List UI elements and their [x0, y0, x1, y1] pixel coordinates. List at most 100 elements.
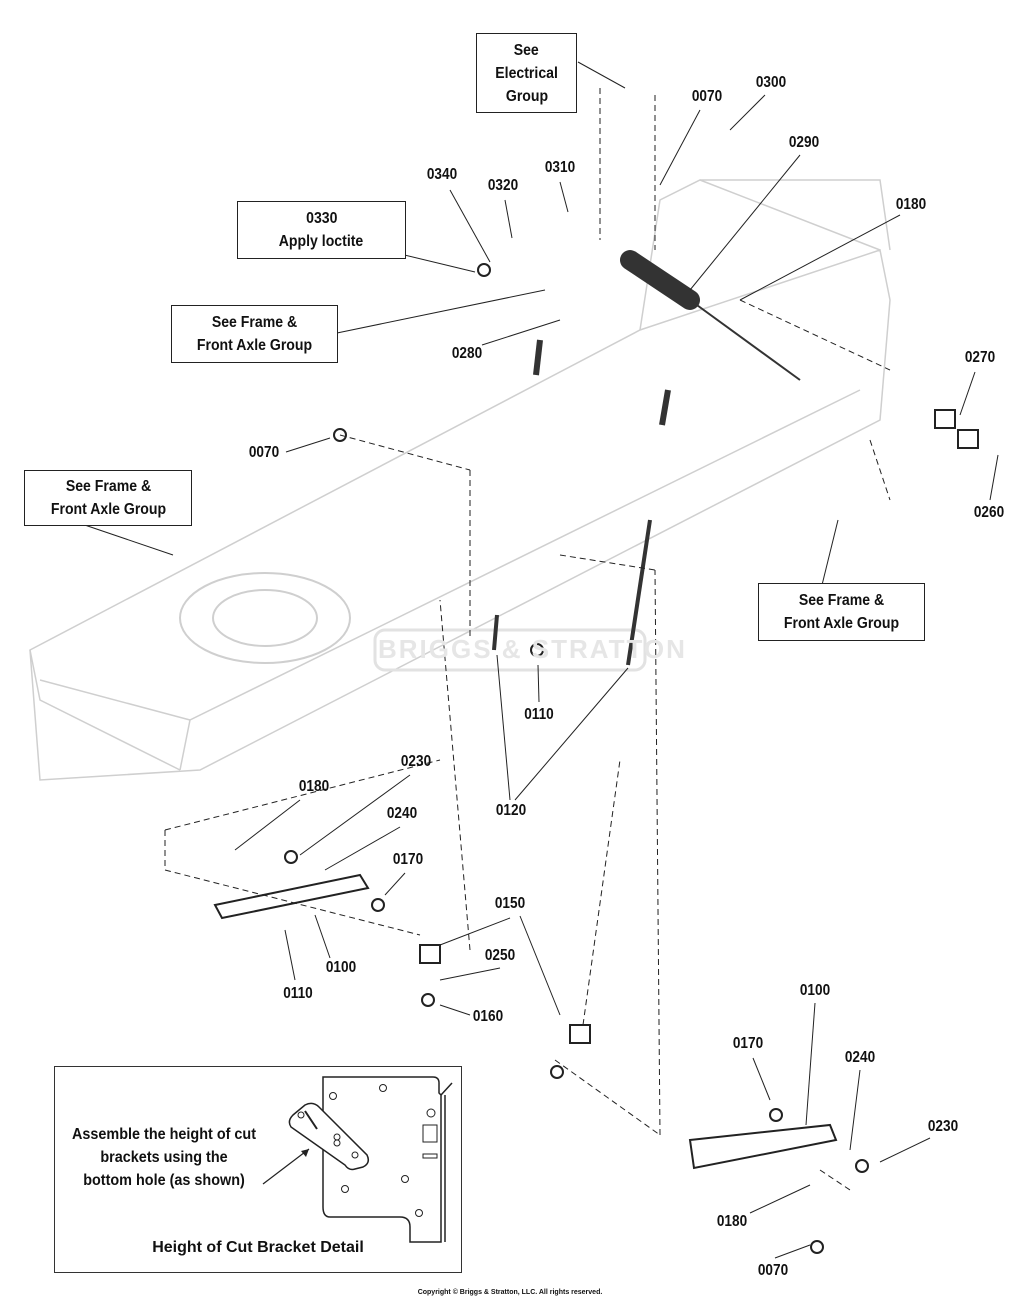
- callout-0110[interactable]: 0110: [524, 706, 554, 723]
- leader-line: [314, 914, 331, 959]
- callout-0070[interactable]: 0070: [248, 444, 280, 461]
- note-text: Group: [505, 87, 548, 105]
- callout-0310[interactable]: 0310: [544, 159, 576, 176]
- leader-line: [439, 967, 501, 981]
- callout-0170[interactable]: 0170: [392, 851, 424, 868]
- callout-0180[interactable]: 0180: [716, 1213, 748, 1230]
- note-electrical-group[interactable]: See Electrical Group: [476, 33, 577, 113]
- leader-line: [439, 1004, 471, 1016]
- callout-0100[interactable]: 0100: [325, 959, 357, 976]
- note-text: Front Axle Group: [783, 615, 900, 632]
- leader-line: [519, 915, 561, 1016]
- frame-outline: [179, 389, 861, 771]
- callout-0070[interactable]: 0070: [691, 88, 723, 105]
- note-frame-group-2[interactable]: See Frame & Front Axle Group: [24, 470, 192, 526]
- callout-0250[interactable]: 0250: [484, 947, 516, 964]
- assembly-line: [819, 1169, 851, 1191]
- note-frame-group-1[interactable]: See Frame & Front Axle Group: [171, 305, 338, 363]
- pivot-block: [569, 1024, 591, 1044]
- detail-title: Height of Cut Bracket Detail: [152, 1239, 364, 1256]
- frame-outline: [639, 179, 881, 331]
- callout-0230[interactable]: 0230: [927, 1118, 959, 1135]
- callout-0300[interactable]: 0300: [755, 74, 787, 91]
- note-text: See: [513, 41, 540, 59]
- callout-0160[interactable]: 0160: [472, 1008, 504, 1025]
- callout-0180[interactable]: 0180: [298, 778, 330, 795]
- hardware-nut: [855, 1159, 869, 1173]
- assembly-line: [554, 1059, 661, 1136]
- leader-line: [496, 654, 511, 801]
- hardware-nut: [421, 993, 435, 1007]
- note-text: See Frame &: [211, 314, 298, 331]
- callout-0340[interactable]: 0340: [426, 166, 458, 183]
- leader-line: [959, 371, 976, 416]
- pivot-block: [419, 944, 441, 964]
- hardware-nut: [530, 643, 544, 657]
- assembly-line: [339, 434, 471, 471]
- callout-0320[interactable]: 0320: [487, 177, 519, 194]
- frame-outline: [29, 649, 181, 771]
- note-frame-group-3[interactable]: See Frame & Front Axle Group: [758, 583, 925, 641]
- callout-0260[interactable]: 0260: [973, 504, 1005, 521]
- callout-0150[interactable]: 0150: [494, 895, 526, 912]
- leader-line: [449, 189, 491, 263]
- callout-0240[interactable]: 0240: [386, 805, 418, 822]
- note-text: Front Axle Group: [196, 337, 313, 354]
- assembly-line: [439, 599, 471, 951]
- callout-0290[interactable]: 0290: [788, 134, 820, 151]
- frame-outline: [700, 179, 891, 251]
- watermark-frame: [373, 628, 647, 672]
- leader-line: [234, 799, 301, 851]
- note-text: Apply loctite: [279, 233, 364, 250]
- pivot-tube: [620, 250, 700, 310]
- callout-0110[interactable]: 0110: [283, 985, 313, 1002]
- leader-line: [879, 1137, 931, 1163]
- callout-0170[interactable]: 0170: [732, 1035, 764, 1052]
- leader-line: [336, 289, 546, 334]
- note-text: Electrical: [495, 64, 558, 82]
- lift-arm: [533, 339, 543, 376]
- assembly-line: [582, 759, 621, 1026]
- leader-line: [577, 61, 626, 89]
- hoc-bracket-right: [688, 1123, 838, 1170]
- note-text: See Frame &: [798, 592, 885, 609]
- callout-0240[interactable]: 0240: [844, 1049, 876, 1066]
- detail-instruction: Assemble the height of cut brackets usin…: [59, 1123, 269, 1192]
- leader-line: [689, 154, 801, 291]
- callout-0100[interactable]: 0100: [799, 982, 831, 999]
- note-text: Front Axle Group: [50, 501, 166, 518]
- callout-0070[interactable]: 0070: [757, 1262, 789, 1279]
- leader-line: [559, 181, 569, 213]
- leader-line: [805, 1002, 816, 1126]
- callout-0120[interactable]: 0120: [495, 802, 527, 819]
- leader-line: [749, 1184, 811, 1214]
- swivel: [934, 409, 956, 429]
- assembly-line: [654, 569, 661, 1136]
- leader-line: [514, 667, 629, 801]
- hardware-nut: [810, 1240, 824, 1254]
- callout-0230[interactable]: 0230: [400, 753, 432, 770]
- watermark: BRIGGS & STRATTON: [378, 634, 687, 664]
- callout-0270[interactable]: 0270: [964, 349, 996, 366]
- instruction-line: Assemble the height of cut: [71, 1126, 257, 1143]
- leader-line: [821, 519, 839, 586]
- leader-line: [504, 199, 513, 239]
- copyright: Copyright © Briggs & Stratton, LLC. All …: [417, 1289, 603, 1296]
- assembly-line: [869, 439, 891, 501]
- lift-rod: [492, 614, 499, 651]
- assembly-line: [164, 869, 421, 936]
- leader-line: [989, 454, 999, 501]
- leader-line: [384, 872, 406, 896]
- leader-line: [659, 109, 701, 186]
- leader-line: [284, 929, 296, 981]
- hardware-nut: [769, 1108, 783, 1122]
- callout-0180[interactable]: 0180: [895, 196, 927, 213]
- instruction-line: bottom hole (as shown): [83, 1172, 245, 1189]
- callout-0280[interactable]: 0280: [451, 345, 483, 362]
- note-text: 0330: [305, 210, 338, 227]
- leader-line: [537, 664, 540, 703]
- frame-outline: [39, 679, 191, 721]
- lift-arm: [659, 389, 671, 426]
- note-text: See Frame &: [65, 478, 151, 495]
- leader-line: [481, 319, 561, 346]
